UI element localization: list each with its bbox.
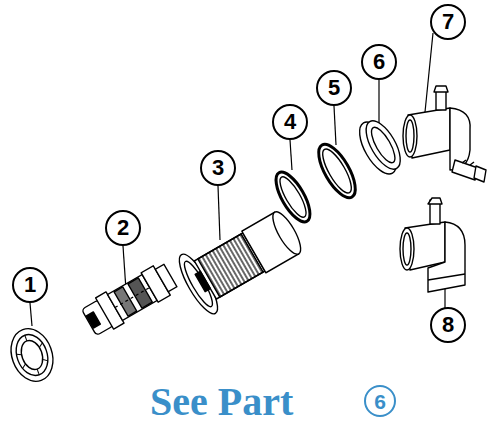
callout-number: 5 (328, 77, 340, 99)
callout-number: 1 (24, 274, 36, 296)
callout-number: 4 (284, 111, 296, 133)
callout-circle: 5 (316, 70, 352, 106)
callout-number: 6 (373, 51, 385, 73)
reference-note: See Part (150, 382, 293, 422)
callout-circle: 3 (200, 150, 236, 186)
callout-circle: 1 (12, 267, 48, 303)
callout-circle: 4 (272, 104, 308, 140)
callout-circle: 6 (364, 385, 396, 417)
callout-number: 6 (374, 391, 386, 412)
callout-circle: 2 (105, 210, 141, 246)
callout-number: 2 (117, 217, 129, 239)
callout-number: 8 (442, 314, 454, 336)
callout-circle: 6 (361, 44, 397, 80)
callout-circle: 7 (430, 4, 466, 40)
callout-circle: 8 (430, 307, 466, 343)
callout-number: 7 (442, 11, 454, 33)
callout-number: 3 (212, 157, 224, 179)
